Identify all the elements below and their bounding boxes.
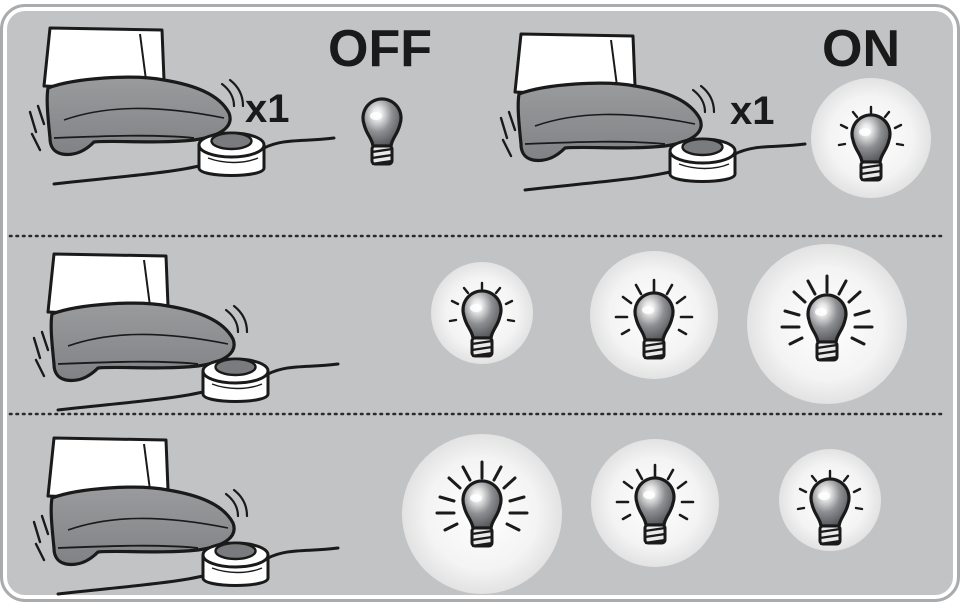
row-3-decrease bbox=[34, 434, 881, 594]
off-label: OFF bbox=[328, 20, 432, 78]
light-bulb-icon bbox=[363, 99, 401, 164]
row-2-increase bbox=[34, 244, 907, 410]
press-count-label-1: x1 bbox=[245, 87, 290, 131]
foot-pedal-icon bbox=[34, 254, 338, 410]
foot-pedal-icon bbox=[34, 438, 338, 594]
press-count-label-2: x1 bbox=[730, 89, 775, 133]
row-1-toggle: x1 OFF x1 ON bbox=[30, 20, 931, 198]
on-label: ON bbox=[822, 20, 900, 78]
